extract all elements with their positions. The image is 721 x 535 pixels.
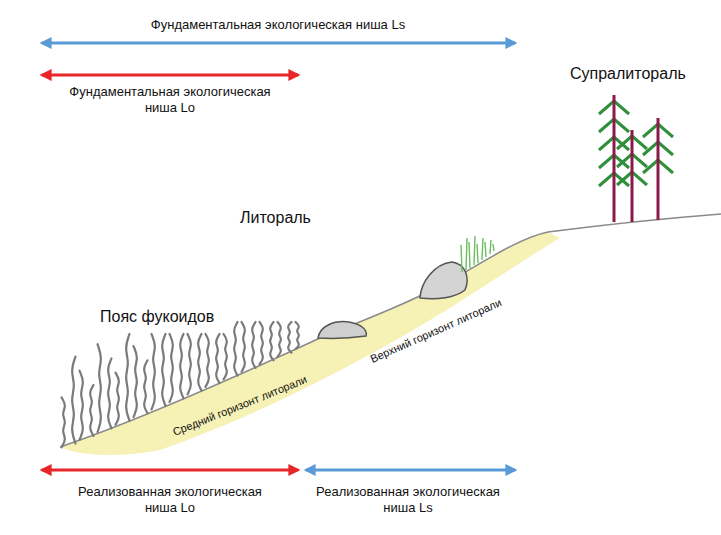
fucoid-strand (62, 397, 65, 447)
fir-trees (599, 95, 673, 222)
fucoid-strand (278, 322, 281, 357)
zone-label: Пояс фукоидов (100, 307, 214, 326)
fucoid-strand (162, 334, 165, 406)
fucoid-strand (170, 334, 173, 402)
zone-label: Реализованная экологическая ниша Lo (65, 484, 275, 515)
fucoid-strand (72, 357, 75, 444)
zone-label: Реализованная экологическая ниша Ls (303, 484, 513, 515)
fucoid-strand (180, 334, 183, 398)
fucoid-strand (252, 322, 255, 368)
fucoid-strand (108, 358, 111, 428)
fir-trunk (631, 130, 634, 222)
fucoid-strand (188, 334, 191, 394)
fucoid-strand (134, 346, 137, 417)
niche-arrow (42, 469, 298, 472)
rock (318, 322, 366, 339)
niche-arrow (42, 42, 515, 45)
grass (461, 236, 494, 272)
ground-line (60, 214, 721, 447)
niche-arrow (42, 74, 298, 77)
fucoid-strand (90, 385, 93, 436)
fucoid-strand (260, 322, 263, 364)
fucoid-strand (288, 322, 291, 353)
fucoid-strand (152, 334, 155, 410)
fucoid-strand (296, 322, 299, 349)
zone-label: Супралитораль (570, 64, 686, 83)
fucoid-strand (144, 360, 147, 413)
sand-band (60, 232, 560, 455)
fucoid-strand (126, 334, 129, 421)
fucoid-strand (80, 371, 83, 440)
fucoid-strand (198, 334, 201, 391)
fucoid-strand (216, 334, 219, 383)
zone-label: Фундаментальная экологическая ниша Ls (151, 17, 405, 33)
zone-label: Литораль (240, 208, 311, 227)
zone-label: Фундаментальная экологическая ниша Lo (55, 84, 285, 115)
fucoid-strand (242, 322, 245, 372)
fucoid-strand (224, 334, 227, 379)
fir-trunk (657, 118, 660, 220)
fucoid-strand (234, 322, 237, 376)
rock (420, 262, 467, 299)
fir-trunk (613, 95, 616, 222)
fucoid-strand (116, 373, 119, 425)
fucoid-strand (206, 334, 209, 387)
niche-arrow (306, 469, 515, 472)
fucoid-strand (98, 344, 101, 432)
fucoid-strand (270, 322, 273, 360)
